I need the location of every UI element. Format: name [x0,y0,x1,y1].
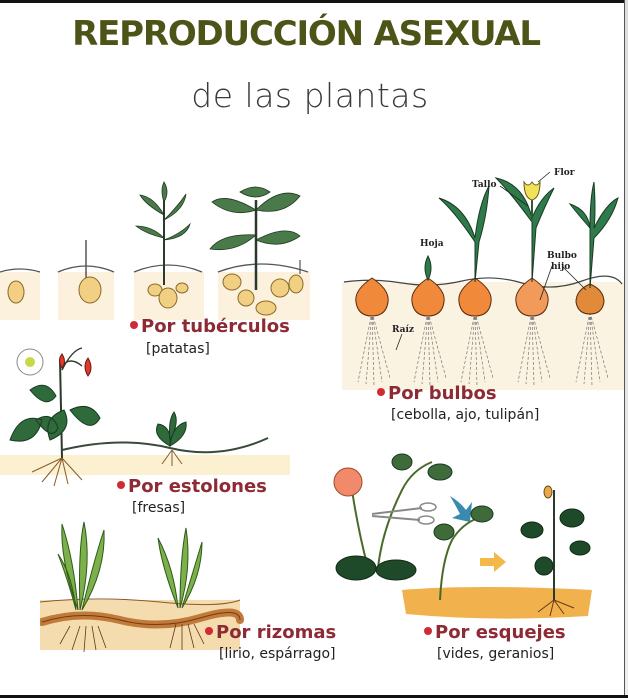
diagram-label-raiz: Raíz [392,324,414,335]
section-examples-esquejes: [vides, geranios] [437,646,555,662]
rhizome-illustration [40,521,244,653]
bullet-icon [377,388,385,396]
section-label-rizomas: Por rizomas [205,622,336,643]
right-border-line [624,0,625,698]
bullet-icon [424,627,432,635]
bullet-icon [130,321,138,329]
bulb-illustration: Flor Tallo Hoja Bulbo hijo Raíz [342,168,624,390]
bullet-icon [205,627,213,635]
strawberry-stolon-illustration [0,347,290,487]
right-border [625,0,628,698]
diagram-label-flor: Flor [554,168,575,178]
diagram-label-bulbo: Bulbo [547,251,577,261]
arrow-down-icon [450,496,472,522]
scissors-icon [371,502,437,525]
page-subtitle: de las plantas [191,76,429,115]
top-border [0,0,628,3]
diagram-label-hijo: hijo [551,262,570,272]
section-label-bulbos: Por bulbos [377,383,497,404]
section-examples-rizomas: [lirio, espárrago] [219,646,336,662]
section-label-tuberculos: Por tubérculos [130,316,290,337]
bottom-border [0,695,628,698]
arrow-right-icon [480,552,506,572]
section-examples-tuberculos: [patatas] [146,341,210,357]
section-label-estolones: Por estolones [117,476,267,497]
section-label-esquejes: Por esquejes [424,622,566,643]
section-examples-estolones: [fresas] [132,500,186,516]
section-examples-bulbos: [cebolla, ajo, tulipán] [391,407,540,423]
page-title: REPRODUCCIÓN ASEXUAL [72,14,541,54]
potato-tuber-illustration [0,181,310,320]
diagram-label-hoja: Hoja [420,239,444,249]
diagram-label-tallo: Tallo [472,180,497,190]
bullet-icon [117,481,125,489]
cutting-illustration [333,453,592,619]
